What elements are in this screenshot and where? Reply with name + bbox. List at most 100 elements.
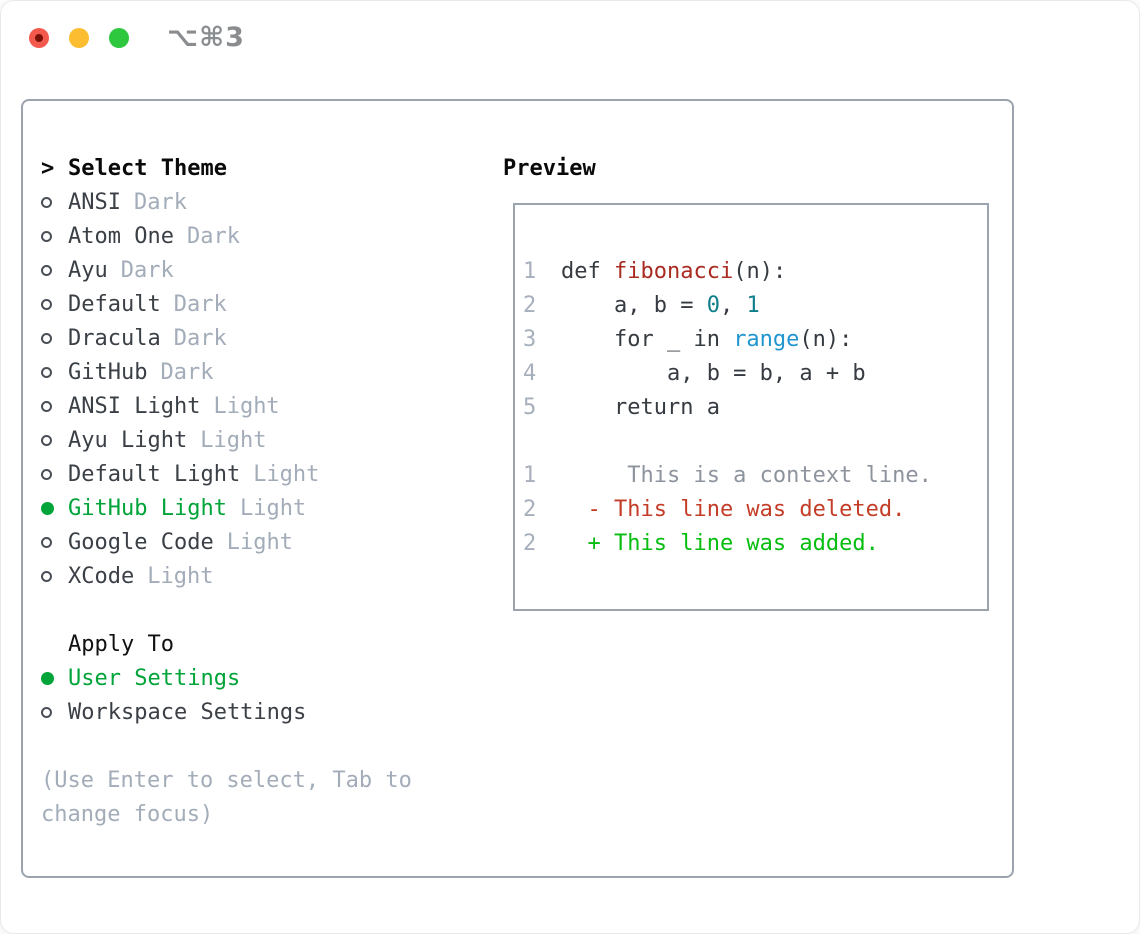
theme-variant: Light [213,393,280,419]
line-number: 1 [523,462,537,488]
code-segment: + This line was added. [561,530,879,556]
code-segment: 0 [706,292,720,318]
code-segment: This is a context line. [561,462,932,488]
code-line [523,424,987,458]
radio-icon [41,468,52,480]
theme-variant: Light [200,427,267,453]
zoom-button[interactable] [109,28,129,48]
theme-name: ANSI Light [68,393,201,419]
radio-icon [41,400,52,412]
radio-icon [41,366,52,378]
code-line: 1 This is a context line. [523,458,987,492]
code-line: 4 a, b = b, a + b [523,356,987,390]
theme-option[interactable]: Default Dark [41,287,481,321]
code-segment: return a [561,394,720,420]
spacer [41,729,481,763]
theme-name: Google Code [68,529,214,555]
theme-option[interactable]: GitHub Dark [41,355,481,389]
theme-option[interactable]: Atom One Dark [41,219,481,253]
theme-name: ANSI [68,189,121,215]
radio-icon [41,536,52,548]
code-line: 3 for _ in range(n): [523,322,987,356]
radio-icon [41,332,52,344]
theme-option[interactable]: Google Code Light [41,525,481,559]
minimize-button[interactable] [69,28,89,48]
theme-option[interactable]: Dracula Dark [41,321,481,355]
theme-name: Ayu Light [68,427,188,453]
radio-icon [41,570,52,582]
hint-line: change focus) [41,801,214,827]
theme-option[interactable]: GitHub Light Light [41,491,481,525]
radio-icon [41,298,52,310]
line-number: 2 [523,496,537,522]
theme-variant: Dark [120,257,174,283]
apply-option[interactable]: User Settings [41,661,481,695]
theme-option[interactable]: Ayu Light Light [41,423,481,457]
theme-name: GitHub Light [68,495,227,521]
theme-name: GitHub [68,359,148,385]
line-number: 5 [523,394,537,420]
code-line: 2 + This line was added. [523,526,987,560]
code-line: 2 a, b = 0, 1 [523,288,987,322]
prompt-caret-icon: > [41,155,55,181]
apply-option[interactable]: Workspace Settings [41,695,481,729]
radio-selected-icon [41,671,54,685]
radio-icon [41,434,52,446]
code-segment: (n): [799,326,853,352]
code-segment: - This line was deleted. [561,496,906,522]
spacer [41,593,481,627]
line-number: 3 [523,326,537,352]
code-segment: a, b = [561,292,707,318]
hint-text: (Use Enter to select, Tab to change focus… [41,763,481,831]
window-title-shortcut: ⌥⌘3 [167,22,245,53]
select-theme-label: Select Theme [68,155,227,181]
theme-variant: Light [147,563,214,589]
select-theme-prompt: > Select Theme [41,151,481,185]
code-line: 5 return a [523,390,987,424]
titlebar: ⌥⌘3 [1,1,1139,76]
apply-to-label: Apply To [68,631,174,657]
apply-option-label: Workspace Settings [68,699,307,725]
radio-icon [41,264,52,276]
theme-name: XCode [68,563,135,589]
line-number: 1 [523,258,537,284]
code-segment: a, b = b, a + b [561,360,866,386]
theme-variant: Light [226,529,293,555]
theme-name: Dracula [68,325,161,351]
theme-variant: Dark [160,359,214,385]
code-segment: def [561,258,614,284]
code-segment: (n): [733,258,787,284]
code-segment: , [719,292,747,318]
code-line: 2 - This line was deleted. [523,492,987,526]
theme-option[interactable]: ANSI Light Light [41,389,481,423]
theme-variant: Dark [173,291,227,317]
theme-name: Default Light [68,461,241,487]
line-number: 2 [523,292,537,318]
preview-title: Preview [503,155,596,181]
theme-option[interactable]: XCode Light [41,559,481,593]
code-line: 1 def fibonacci(n): [523,254,987,288]
theme-variant: Light [239,495,307,521]
code-segment: fibonacci [613,258,734,284]
line-number: 4 [523,360,537,386]
theme-name: Atom One [68,223,174,249]
hint-line: (Use Enter to select, Tab to [41,767,412,793]
code-segment: range [733,326,800,352]
theme-variant: Dark [186,223,240,249]
theme-variant: Dark [173,325,227,351]
theme-name: Default [68,291,161,317]
line-number: 2 [523,530,537,556]
radio-icon [41,230,52,242]
close-button[interactable] [29,28,49,48]
radio-icon [41,196,52,208]
code-segment: 1 [746,292,760,318]
